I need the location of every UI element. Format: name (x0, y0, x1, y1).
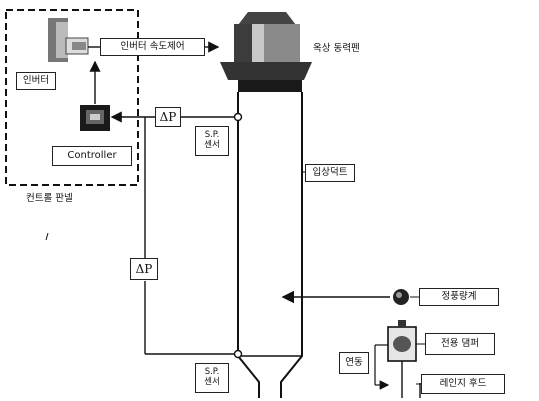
controller-label: Controller (52, 146, 132, 166)
controller-chip-icon (80, 105, 110, 131)
range-hood-label: 레인지 후드 (421, 374, 505, 394)
sp-sensor-top-line2: 센서 (204, 140, 220, 150)
interlock-label: 연동 (339, 352, 369, 374)
damper-icon (387, 320, 417, 362)
vertical-duct-shape (237, 92, 303, 398)
inverter-speed-control-label: 인버터 속도제어 (100, 38, 205, 56)
inverter-device-icon (48, 18, 89, 62)
rooftop-fan-icon (220, 12, 312, 92)
constant-air-volume-label: 정풍량계 (419, 288, 499, 306)
delta-p-top-label: ΔP (155, 107, 181, 127)
sp-sensor-bottom-line2: 센서 (204, 377, 220, 387)
control-panel-label: 컨트롤 판넬 (26, 193, 73, 204)
dedicated-damper-label: 전용 댐퍼 (425, 333, 495, 355)
inverter-label: 인버터 (16, 72, 56, 90)
sp-sensor-top-line1: S.P. (204, 130, 220, 141)
sp-sensor-bottom-label: S.P. 센서 (195, 363, 229, 393)
exhaust-fan-label: 옥상 동력펜 (313, 43, 360, 54)
sp-sensor-bottom-line1: S.P. (204, 367, 220, 378)
air-volume-gauge-icon (393, 289, 409, 305)
control-panel-boundary (5, 9, 139, 186)
sp-sensor-top-label: S.P. 센서 (195, 126, 229, 156)
delta-p-bottom-label: ΔP (130, 258, 158, 280)
vertical-duct-label: 입상덕트 (305, 164, 355, 182)
